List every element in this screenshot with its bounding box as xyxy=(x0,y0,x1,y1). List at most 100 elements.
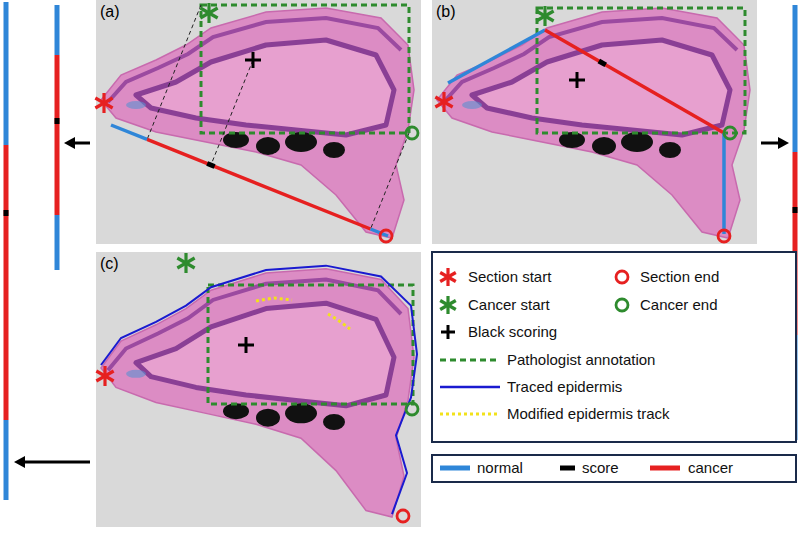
panel xyxy=(95,0,421,244)
legend-swatch xyxy=(560,466,575,471)
cancer-segment xyxy=(147,139,370,229)
profile-bar xyxy=(55,55,60,215)
black-ink-blob xyxy=(223,403,249,419)
asterisk-stroke xyxy=(440,273,456,282)
profile-bar xyxy=(55,215,60,270)
legend-text: normal xyxy=(477,459,523,477)
asterisk-stroke xyxy=(177,258,194,268)
circle-symbol xyxy=(616,299,628,311)
score-tick xyxy=(207,164,214,167)
asterisk-symbol xyxy=(96,366,113,386)
projection-line xyxy=(147,5,201,139)
tissue-section xyxy=(101,8,414,238)
profile-bar xyxy=(4,420,9,500)
panel xyxy=(96,252,421,527)
pathologist-annotation xyxy=(208,285,413,404)
legend-swatch xyxy=(650,466,680,471)
profile-bar xyxy=(4,2,9,145)
blue-ink-mark xyxy=(462,101,482,109)
legend-text: cancer xyxy=(688,459,733,477)
projection-line xyxy=(211,60,253,165)
black-ink-blob xyxy=(659,142,681,158)
legend-sample xyxy=(440,359,500,362)
circle-symbol xyxy=(718,230,730,242)
circle-symbol xyxy=(724,127,736,139)
circle-symbol xyxy=(397,510,409,522)
legend-text: Cancer start xyxy=(468,296,550,314)
asterisk-stroke xyxy=(96,371,113,381)
normal-segment xyxy=(722,133,726,234)
panel-background xyxy=(96,252,421,527)
circle-symbol xyxy=(406,127,418,139)
plus-stroke xyxy=(245,337,248,353)
plus-symbol xyxy=(569,72,585,88)
asterisk-stroke xyxy=(440,273,456,282)
plus-stroke xyxy=(447,325,450,339)
black-ink-blob xyxy=(285,132,317,152)
score-tick xyxy=(599,61,606,65)
black-ink-blob xyxy=(621,132,653,152)
panel-label: (c) xyxy=(100,255,119,273)
black-ink-blob xyxy=(256,409,280,427)
legend-text: Traced epidermis xyxy=(507,378,622,396)
asterisk-stroke xyxy=(536,11,553,21)
black-ink-blob xyxy=(223,132,249,148)
black-ink-blob xyxy=(323,142,345,158)
asterisk-symbol xyxy=(536,6,553,26)
black-ink-blob xyxy=(285,403,317,423)
epidermis-band xyxy=(108,18,401,102)
cancer-segment xyxy=(545,30,724,133)
normal-segment xyxy=(111,125,147,139)
black-ink-blob xyxy=(592,137,616,155)
legend-text: Modified epidermis track xyxy=(507,405,670,423)
legend-text: Section start xyxy=(468,268,551,286)
circle-symbol xyxy=(616,271,628,283)
asterisk-symbol xyxy=(95,93,112,113)
black-ink-blob xyxy=(323,414,345,430)
tissue-section xyxy=(101,269,414,517)
asterisk-stroke xyxy=(95,98,112,108)
legend-text: score xyxy=(582,459,619,477)
asterisk-stroke xyxy=(95,98,112,108)
circle-symbol xyxy=(406,403,418,415)
modified-track xyxy=(328,314,350,329)
plus-stroke xyxy=(252,52,255,68)
legend-box xyxy=(432,252,796,442)
arrow-head xyxy=(778,137,789,149)
panel-background xyxy=(96,0,421,244)
panel-label: (b) xyxy=(436,3,456,21)
epidermis-band xyxy=(108,279,401,370)
legend-sample xyxy=(440,413,500,416)
asterisk-stroke xyxy=(200,8,217,18)
profile-bar xyxy=(55,5,60,55)
legend-text: Section end xyxy=(640,268,719,286)
legend-text: Cancer end xyxy=(640,296,718,314)
score-tick xyxy=(793,207,798,213)
asterisk-stroke xyxy=(435,97,452,107)
normal-segment xyxy=(448,30,545,83)
panel-label: (a) xyxy=(100,3,120,21)
asterisk-stroke xyxy=(177,258,194,268)
arrow-head xyxy=(64,137,75,149)
asterisk-stroke xyxy=(440,301,456,310)
asterisk-stroke xyxy=(96,371,113,381)
pathologist-annotation xyxy=(537,8,745,133)
panel xyxy=(432,0,757,244)
modified-track xyxy=(256,298,292,301)
plus-stroke xyxy=(576,72,579,88)
asterisk-stroke xyxy=(200,8,217,18)
plus-symbol xyxy=(441,325,455,339)
asterisk-symbol xyxy=(440,268,456,286)
asterisk-symbol xyxy=(200,3,217,23)
profile-bar xyxy=(4,145,9,420)
score-tick xyxy=(55,118,60,124)
circle-symbol xyxy=(380,230,392,242)
plus-symbol xyxy=(238,337,254,353)
legend-swatch xyxy=(440,466,470,471)
legend-text: Black scoring xyxy=(468,323,557,341)
tissue-section xyxy=(437,8,750,238)
asterisk-symbol xyxy=(435,92,452,112)
blue-ink-mark xyxy=(126,370,146,378)
tumor-region xyxy=(472,40,730,135)
